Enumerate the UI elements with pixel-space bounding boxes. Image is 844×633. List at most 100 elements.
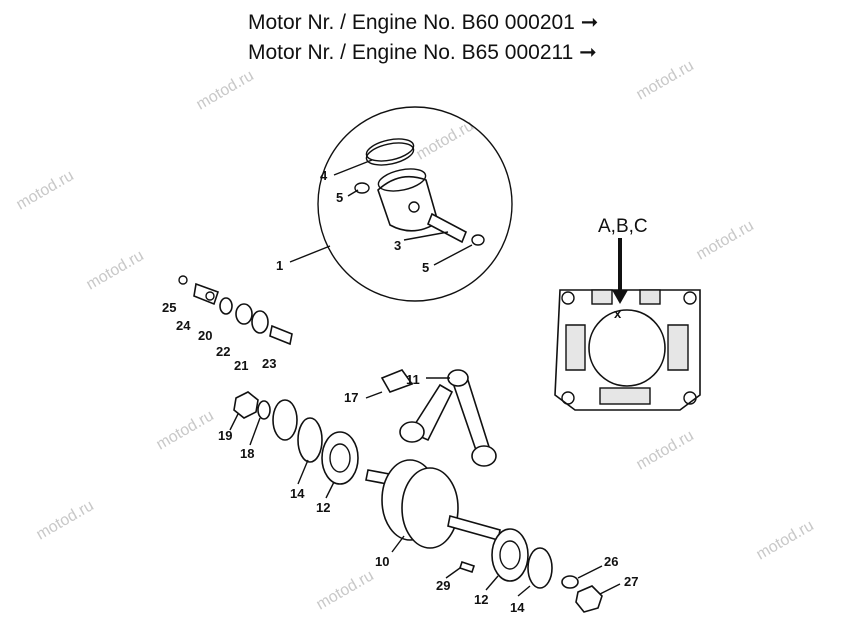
needle-bearing-17 bbox=[380, 369, 414, 393]
callout-17: 17 bbox=[344, 390, 358, 405]
key-29 bbox=[458, 560, 476, 574]
callout-3: 3 bbox=[394, 238, 401, 253]
nut-27 bbox=[575, 585, 603, 613]
leader-14 bbox=[517, 585, 531, 597]
leader-27 bbox=[599, 583, 621, 595]
watermark-text: motod.ru bbox=[194, 67, 257, 113]
callout-5: 5 bbox=[336, 190, 343, 205]
piston-pin-boss bbox=[408, 201, 420, 213]
leader-12 bbox=[325, 481, 335, 499]
watermark-text: motod.ru bbox=[754, 517, 817, 563]
watermark-text: motod.ru bbox=[84, 247, 147, 293]
callout-20: 20 bbox=[198, 328, 212, 343]
shaft-23 bbox=[269, 324, 293, 346]
piston-detail-circle bbox=[317, 106, 513, 302]
callout-25: 25 bbox=[162, 300, 176, 315]
shaft-small-parts bbox=[178, 275, 293, 346]
callout-5: 5 bbox=[422, 260, 429, 275]
gear bbox=[272, 399, 298, 441]
nut-19 bbox=[233, 391, 259, 419]
leader-5 bbox=[347, 189, 359, 197]
bearing-12-right bbox=[491, 528, 529, 582]
washer-20 bbox=[219, 297, 233, 315]
callout-24: 24 bbox=[176, 318, 191, 333]
leader-5 bbox=[433, 244, 473, 266]
washer-26 bbox=[561, 575, 579, 589]
gasket-stud-hole bbox=[683, 291, 697, 305]
circlip-lower bbox=[471, 234, 485, 246]
arrow-head-icon bbox=[612, 290, 628, 304]
piston-ring-2 bbox=[365, 142, 415, 166]
callout-1: 1 bbox=[276, 258, 283, 273]
seal-22 bbox=[235, 303, 253, 325]
bearing-21 bbox=[251, 310, 269, 334]
watermark-text: motod.ru bbox=[634, 57, 697, 103]
engine-number-line-1: Motor Nr. / Engine No. B60 000201 ➞ bbox=[248, 11, 599, 34]
callout-12: 12 bbox=[316, 500, 330, 515]
gasket-port bbox=[639, 289, 661, 305]
callout-4: 4 bbox=[320, 168, 328, 183]
conrod-big-end bbox=[471, 445, 497, 467]
callout-14: 14 bbox=[290, 486, 305, 501]
watermark-text: motod.ru bbox=[14, 167, 77, 213]
callout-18: 18 bbox=[240, 446, 254, 461]
piston-crown bbox=[377, 168, 427, 192]
watermark-text: motod.ru bbox=[694, 217, 757, 263]
leader-lines bbox=[229, 159, 621, 597]
piston-pin bbox=[426, 212, 468, 244]
engine-number-line-2: Motor Nr. / Engine No. B65 000211 ➞ bbox=[248, 41, 597, 64]
leader-10 bbox=[391, 535, 405, 553]
cylinder-x-mark: x bbox=[614, 306, 622, 321]
leader-4 bbox=[333, 159, 373, 176]
gasket-transfer-port bbox=[565, 324, 586, 371]
leader-19 bbox=[229, 413, 239, 431]
piston-detail bbox=[317, 106, 513, 302]
leader-3 bbox=[403, 231, 449, 241]
bearing-inner bbox=[499, 540, 521, 570]
gasket-bore bbox=[588, 309, 666, 387]
leader-1 bbox=[289, 245, 331, 263]
watermark-text: motod.ru bbox=[154, 407, 217, 453]
gasket-transfer-port bbox=[667, 324, 689, 371]
gasket-stud-hole bbox=[561, 391, 575, 405]
leader-17 bbox=[365, 391, 383, 399]
conrod-small-end bbox=[447, 369, 469, 387]
piston-ring-1 bbox=[365, 138, 415, 162]
callout-21: 21 bbox=[234, 358, 248, 373]
callout-10: 10 bbox=[375, 554, 389, 569]
crankshaft-assembly bbox=[365, 369, 501, 549]
clip-25 bbox=[178, 275, 188, 285]
cylinder-base-gasket: x A,B,C bbox=[554, 216, 701, 411]
seal-14-right bbox=[527, 547, 553, 589]
crank-web bbox=[401, 467, 459, 549]
callout-23: 23 bbox=[262, 356, 276, 371]
callout-29: 29 bbox=[436, 578, 450, 593]
callout-12: 12 bbox=[474, 592, 488, 607]
gasket-stud-hole bbox=[561, 291, 575, 305]
gasket-port bbox=[599, 387, 651, 405]
leader-14 bbox=[297, 459, 309, 485]
callout-19: 19 bbox=[218, 428, 232, 443]
conrod-big-end bbox=[399, 421, 425, 443]
cylinder-marker-label: A,B,C bbox=[598, 216, 648, 237]
callout-22: 22 bbox=[216, 344, 230, 359]
watermark-text: motod.ru bbox=[634, 427, 697, 473]
circlip-upper bbox=[354, 182, 370, 194]
watermark-text: motod.ru bbox=[314, 567, 377, 613]
crank-main-journal bbox=[447, 514, 501, 542]
leader-18 bbox=[249, 417, 261, 446]
watermark-text: motod.ru bbox=[34, 497, 97, 543]
seal-14 bbox=[297, 417, 323, 463]
callout-26: 26 bbox=[604, 554, 618, 569]
leader-26 bbox=[577, 565, 603, 579]
watermark-text: motod.ru bbox=[414, 117, 477, 163]
leader-29 bbox=[445, 567, 461, 579]
callout-27: 27 bbox=[624, 574, 638, 589]
gear-side-parts bbox=[233, 391, 359, 485]
callout-labels: 1 3 4 5 5 10 11 12 12 14 14 17 18 19 20 … bbox=[162, 168, 638, 615]
gasket-port bbox=[591, 289, 613, 305]
bearing-12 bbox=[321, 431, 359, 485]
gasket-stud-hole bbox=[683, 391, 697, 405]
